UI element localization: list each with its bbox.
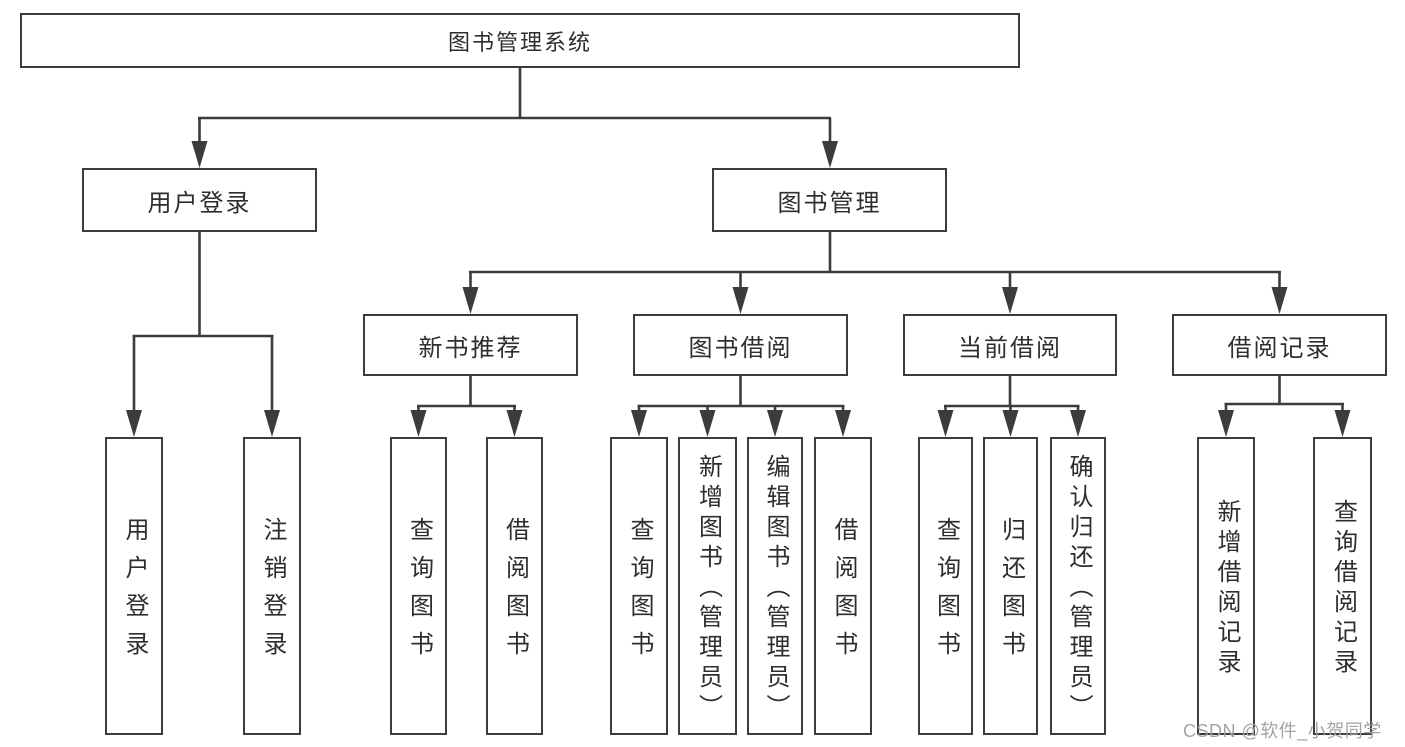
node-book-borrowing-label: 图书借阅 (688, 334, 793, 362)
leaf-logout-label: 注销登录 (259, 517, 286, 669)
leaf-current-query-books-label: 查询图书 (932, 517, 960, 669)
leaf-confirm-return-admin-label: 确认归还（管理员） (1065, 454, 1092, 724)
node-root: 图书管理系统 (20, 13, 1020, 68)
leaf-user-login-label: 用户登录 (121, 517, 148, 669)
leaf-borrow-borrow-books: 借阅图书 (814, 437, 872, 735)
leaf-return-books-label: 归还图书 (997, 517, 1025, 669)
leaf-recommend-borrow-books-label: 借阅图书 (501, 517, 529, 669)
node-current-borrowing: 当前借阅 (903, 314, 1117, 376)
leaf-edit-books-admin-label: 编辑图书（管理员） (762, 454, 789, 724)
leaf-add-books-admin-label: 新增图书（管理员） (694, 454, 722, 724)
node-root-label: 图书管理系统 (447, 29, 592, 55)
leaf-add-borrow-record-label: 新增借阅记录 (1213, 499, 1240, 679)
leaf-return-books: 归还图书 (983, 437, 1038, 735)
node-borrowing-records: 借阅记录 (1172, 314, 1387, 376)
node-borrowing-records-label: 借阅记录 (1227, 334, 1332, 362)
node-current-borrowing-label: 当前借阅 (958, 334, 1062, 362)
node-new-book-recommend: 新书推荐 (363, 314, 578, 376)
node-user-login: 用户登录 (82, 168, 317, 232)
leaf-query-borrow-record: 查询借阅记录 (1313, 437, 1372, 735)
node-new-book-recommend-label: 新书推荐 (418, 334, 523, 362)
leaf-recommend-borrow-books: 借阅图书 (486, 437, 543, 735)
node-book-borrowing: 图书借阅 (633, 314, 848, 376)
leaf-edit-books-admin: 编辑图书（管理员） (747, 437, 803, 735)
leaf-add-borrow-record: 新增借阅记录 (1197, 437, 1255, 735)
leaf-add-books-admin: 新增图书（管理员） (678, 437, 737, 735)
leaf-recommend-query-books: 查询图书 (390, 437, 447, 735)
csdn-watermark: CSDN @软件_小贺同学 (1183, 721, 1382, 741)
leaf-current-query-books: 查询图书 (918, 437, 973, 735)
node-book-management-label: 图书管理 (777, 189, 882, 217)
leaf-borrow-query-books-label: 查询图书 (626, 517, 653, 669)
leaf-query-borrow-record-label: 查询借阅记录 (1329, 499, 1357, 679)
leaf-confirm-return-admin: 确认归还（管理员） (1050, 437, 1106, 735)
leaf-logout: 注销登录 (243, 437, 301, 735)
leaf-borrow-borrow-books-label: 借阅图书 (830, 517, 857, 669)
leaf-recommend-query-books-label: 查询图书 (405, 517, 433, 669)
leaf-borrow-query-books: 查询图书 (610, 437, 668, 735)
arrowheads (126, 141, 1351, 437)
leaf-user-login: 用户登录 (105, 437, 163, 735)
node-user-login-label: 用户登录 (147, 189, 252, 217)
node-book-management: 图书管理 (712, 168, 947, 232)
